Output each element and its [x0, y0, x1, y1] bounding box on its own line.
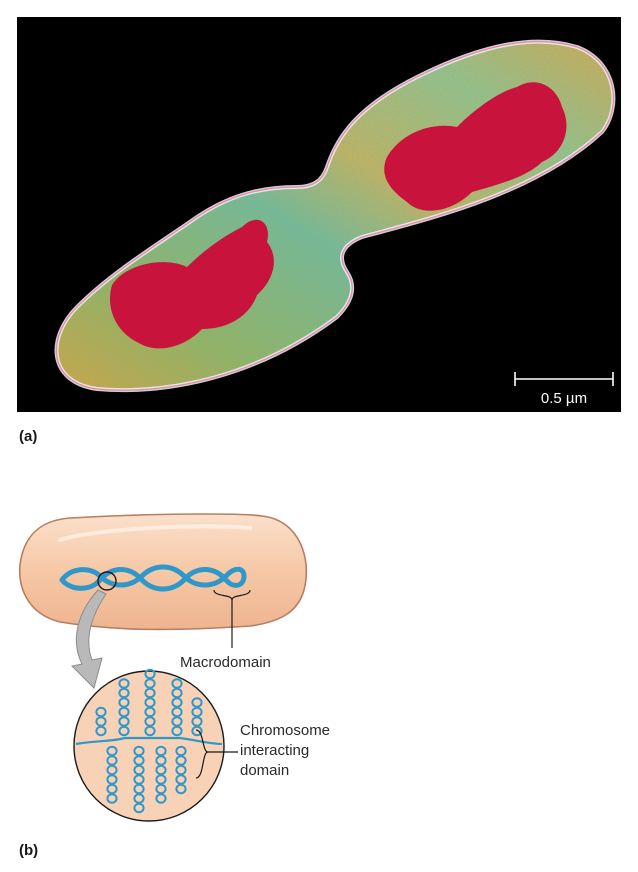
chromosome-diagram: Macrodomain Chromosome interacting domai…	[18, 513, 330, 822]
magnified-view	[73, 670, 225, 822]
cid-label-line-3: domain	[240, 762, 289, 779]
chromosome-loop	[95, 725, 107, 737]
magnification-arrow	[70, 589, 107, 689]
chromosome-loop	[155, 764, 167, 776]
chromosome-loop	[133, 764, 145, 776]
chromosome-loop	[191, 716, 203, 727]
chromosome-loop	[171, 706, 183, 718]
chromosome-loop	[133, 802, 145, 814]
chromosome-loop	[133, 755, 145, 766]
chromosome-loop	[118, 716, 130, 727]
chromosome-loop	[118, 697, 130, 708]
chromosome-loop	[155, 745, 167, 757]
chromosome-loop	[175, 774, 187, 785]
chromosome-loop	[118, 678, 130, 689]
chromosome-loop	[106, 764, 118, 776]
macrodomain-label: Macrodomain	[180, 654, 271, 671]
chromosome-loop	[155, 793, 167, 804]
chromosome-loop	[171, 687, 183, 699]
bacterial-cell-outline	[18, 513, 308, 631]
chromosome-loop	[171, 678, 183, 689]
cid-label-line-2: interacting	[240, 742, 309, 759]
chromosome-loop	[95, 706, 107, 718]
nucleoid-left	[109, 219, 274, 349]
chromosome-loop	[191, 697, 203, 708]
chromosome-loop	[106, 755, 118, 766]
chromosome-loop	[144, 716, 156, 727]
chromosome-coils	[75, 668, 223, 814]
chromosome-loop	[144, 697, 156, 708]
chromosome-loop	[144, 668, 156, 680]
chromosome-loop	[95, 716, 107, 727]
chromosome-loop	[106, 783, 118, 795]
chromosome-loop	[191, 725, 203, 737]
chromosome-loop	[133, 745, 145, 757]
chromosome-loop	[106, 774, 118, 785]
chromosome-strand	[75, 736, 223, 746]
chromosome-loop	[155, 783, 167, 795]
chromosome-loop	[175, 745, 187, 757]
chromosome-loop	[118, 725, 130, 737]
panel-label-b: (b)	[19, 842, 39, 859]
cell-highlight	[58, 524, 252, 542]
chromosome-loop	[171, 697, 183, 708]
scale-bar	[514, 372, 614, 386]
chromosome-loop	[144, 706, 156, 718]
cid-label-line-1: Chromosome	[240, 722, 330, 739]
chromosome-loop	[175, 783, 187, 795]
chromosome-loop	[144, 725, 156, 737]
chromosome-loop	[175, 755, 187, 766]
chromosome-loop	[144, 687, 156, 699]
chromosome-loop	[133, 774, 145, 785]
micrograph-image: 0.5 µm	[17, 17, 621, 412]
chromosome-loop	[191, 706, 203, 718]
chromosome-loop	[106, 793, 118, 804]
scale-bar-label: 0.5 µm	[541, 390, 587, 407]
chromosome-loop	[133, 793, 145, 804]
chromosome-loop	[155, 755, 167, 766]
chromosome-loop	[118, 687, 130, 699]
chromosome-loop	[155, 774, 167, 785]
chromosome-loop	[171, 725, 183, 737]
chromosome-loop	[144, 678, 156, 689]
chromosome-loop	[175, 764, 187, 776]
chromosome-loop	[171, 716, 183, 727]
magnified-region-marker	[97, 571, 117, 591]
chromosome-loop	[106, 745, 118, 757]
twisted-chromosome	[59, 564, 247, 592]
nucleoid-right	[384, 82, 567, 211]
chromosome-loop	[133, 783, 145, 795]
panel-label-a: (a)	[19, 428, 38, 445]
chromosome-loop	[118, 706, 130, 718]
